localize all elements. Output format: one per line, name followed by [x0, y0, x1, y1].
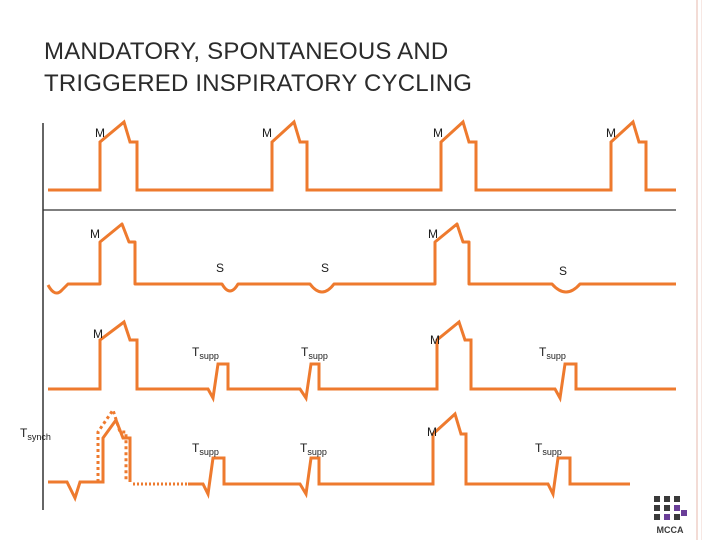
- label-m: M: [95, 126, 105, 140]
- label-m: M: [430, 333, 440, 347]
- label-s: S: [559, 264, 567, 278]
- label-s: S: [216, 261, 224, 275]
- label-tsupp: Tsupp: [539, 345, 566, 361]
- label-m: M: [428, 227, 438, 241]
- slide-border: [696, 0, 698, 540]
- label-supp: supp: [307, 447, 327, 457]
- title-line-1: MANDATORY, SPONTANEOUS AND: [44, 38, 449, 65]
- label-m: M: [427, 425, 437, 439]
- waveform-row-2: [46, 222, 676, 295]
- label-t: T: [301, 345, 309, 359]
- row-1-labels: M M M M: [95, 126, 616, 140]
- label-m: M: [606, 126, 616, 140]
- label-m: M: [93, 327, 103, 341]
- label-tsupp: Tsupp: [192, 345, 219, 361]
- label-t: T: [20, 426, 28, 440]
- label-tsupp: Tsupp: [192, 441, 219, 457]
- row-2-labels: M M S S S: [90, 227, 567, 278]
- label-supp: supp: [546, 351, 566, 361]
- label-supp: supp: [199, 447, 219, 457]
- waveform-row-4-synch-dashed: [96, 406, 128, 482]
- title-line-2: TRIGGERED INSPIRATORY CYCLING: [44, 70, 473, 97]
- waveform-row-1: [48, 119, 676, 192]
- row-3-labels: M M Tsupp Tsupp Tsupp: [93, 327, 566, 361]
- label-tsupp: Tsupp: [535, 441, 562, 457]
- label-supp: supp: [542, 447, 562, 457]
- label-t: T: [535, 441, 543, 455]
- label-synch: synch: [27, 432, 51, 442]
- logo-text: MCCA: [657, 525, 684, 535]
- label-m: M: [262, 126, 272, 140]
- waveform-row-3: [48, 319, 676, 403]
- waveform-row-4-rest: [188, 411, 630, 499]
- label-m: M: [433, 126, 443, 140]
- label-t: T: [300, 441, 308, 455]
- label-supp: supp: [308, 351, 328, 361]
- slide-title: MANDATORY, SPONTANEOUS AND TRIGGERED INS…: [44, 36, 664, 100]
- label-t: T: [539, 345, 547, 359]
- label-tsynch: Tsynch: [20, 426, 51, 442]
- label-t: T: [192, 345, 200, 359]
- label-tsupp: Tsupp: [301, 345, 328, 361]
- slide-border-inner: [701, 0, 702, 540]
- label-m: M: [90, 227, 100, 241]
- label-s: S: [321, 261, 329, 275]
- label-tsupp: Tsupp: [300, 441, 327, 457]
- label-supp: supp: [199, 351, 219, 361]
- waveform-row-4: [48, 416, 132, 502]
- label-t: T: [192, 441, 200, 455]
- mcca-logo-icon: MCCA: [654, 496, 687, 535]
- row-4-labels: Tsynch M Tsupp Tsupp Tsupp: [20, 425, 562, 457]
